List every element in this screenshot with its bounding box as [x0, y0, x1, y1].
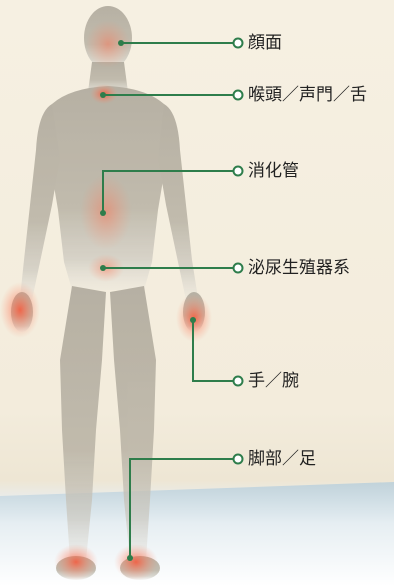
label-digestive: 消化管 — [248, 161, 299, 181]
digestive-bullet-icon — [234, 167, 243, 176]
label-hand: 手／腕 — [248, 371, 299, 391]
left-hand-highlight — [0, 282, 40, 338]
right-foot-highlight — [114, 544, 158, 580]
digestive-highlight — [80, 174, 132, 250]
face-bullet-icon — [234, 39, 243, 48]
left-foot-highlight — [54, 544, 98, 580]
label-foot: 脚部／足 — [248, 449, 316, 469]
foot-bullet-icon — [234, 455, 243, 464]
throat-bullet-icon — [234, 91, 243, 100]
label-throat: 喉頭／声門／舌 — [248, 85, 367, 105]
label-face: 顔面 — [248, 33, 282, 53]
label-urogenital: 泌尿生殖器系 — [248, 258, 350, 278]
hand-bullet-icon — [234, 377, 243, 386]
urogenital-bullet-icon — [234, 264, 243, 273]
